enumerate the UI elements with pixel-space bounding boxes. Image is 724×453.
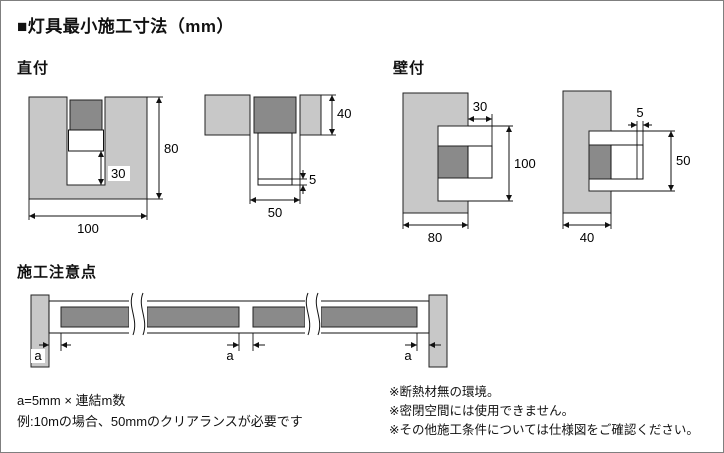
- dim-label-depth: 80: [164, 141, 178, 156]
- break-mark-left: [129, 292, 147, 339]
- fixture-segment-3: [252, 306, 306, 328]
- dimension-thickness-40: 40: [321, 94, 351, 136]
- ceiling-slab-left: [204, 94, 251, 136]
- fixture-body: [437, 145, 469, 179]
- dimension-height-50: 50: [611, 130, 690, 192]
- note-a-example: 例:10mの場合、50mmのクリアランスが必要です: [17, 413, 303, 429]
- dim-label-width: 80: [428, 230, 442, 245]
- fixture-segment-4: [320, 306, 418, 328]
- section-label-direct: 直付: [17, 60, 50, 77]
- lamp-unit: [68, 129, 104, 152]
- dim-label-lip: 5: [636, 105, 643, 120]
- dimension-lip-5: 5: [292, 170, 316, 194]
- fixture-body: [69, 99, 103, 131]
- notes-right: ※断熱材無の環境。 ※密閉空間には使用できません。 ※その他施工条件については仕…: [389, 383, 699, 439]
- note-a-formula: a=5mm × 連結m数: [17, 393, 126, 408]
- fixture-segment-2: [146, 306, 240, 328]
- section-label-caution: 施工注意点: [17, 264, 98, 281]
- break-mark-right: [305, 292, 321, 339]
- dimension-gap-middle: a: [226, 333, 265, 363]
- dim-label-protrusion: 30: [473, 99, 487, 114]
- lamp-unit: [257, 132, 293, 186]
- fixture-segment-1: [60, 306, 130, 328]
- dimension-lip-5: 5: [628, 105, 652, 145]
- installation-caution-diagram: a a a: [30, 292, 448, 368]
- dim-label-width: 100: [77, 221, 99, 236]
- wall-structure: [402, 92, 469, 214]
- note-enclosed-space: ※密閉空間には使用できません。: [389, 403, 575, 418]
- wall-mount-surface-diagram: 5 50 40: [562, 90, 690, 245]
- dimension-clearance-30: 30: [98, 151, 130, 185]
- dim-label-height: 50: [676, 153, 690, 168]
- dimension-gap-right: a: [404, 333, 441, 363]
- dimension-height-100: 100: [468, 125, 536, 202]
- dimension-gap-left: a: [31, 333, 71, 363]
- fixture-body: [588, 144, 612, 180]
- dimension-width-100: 100: [28, 199, 148, 236]
- dim-label-gap-left: a: [34, 348, 42, 363]
- lamp-unit: [610, 144, 644, 180]
- fixture-body: [253, 96, 297, 134]
- dimension-width-80: 80: [402, 213, 469, 245]
- dimension-depth-80: 80: [147, 96, 178, 200]
- dim-label-width: 50: [268, 205, 282, 220]
- dim-label-clearance: 30: [111, 166, 125, 181]
- wall-mount-recessed-diagram: 30 100 80: [402, 92, 536, 245]
- dimension-width-40: 40: [562, 213, 612, 245]
- dimension-protrusion-30: 30: [468, 99, 493, 146]
- dim-label-thickness: 40: [337, 106, 351, 121]
- direct-mount-recessed-diagram: 80 30 100: [28, 96, 178, 236]
- page-title: ■灯具最小施工寸法（mm）: [17, 17, 234, 36]
- dim-label-gap-middle: a: [226, 348, 234, 363]
- dim-label-width: 40: [580, 230, 594, 245]
- dim-label-gap-right: a: [404, 348, 412, 363]
- end-wall-right: [428, 294, 448, 368]
- note-insulation: ※断熱材無の環境。: [389, 385, 500, 399]
- wall-structure: [562, 90, 612, 214]
- lamp-unit: [467, 145, 493, 179]
- section-label-wall: 壁付: [393, 60, 426, 77]
- dimension-width-50: 50: [249, 135, 301, 220]
- notes-left: a=5mm × 連結m数 例:10mの場合、50mmのクリアランスが必要です: [17, 391, 303, 433]
- dim-label-lip: 5: [309, 172, 316, 187]
- dim-label-height: 100: [514, 156, 536, 171]
- ceiling-slab-right: [299, 94, 322, 136]
- note-other-conditions: ※その他施工条件については仕様図をご確認ください。: [389, 422, 699, 437]
- direct-mount-semi-recessed-diagram: 40 5 50: [204, 94, 351, 220]
